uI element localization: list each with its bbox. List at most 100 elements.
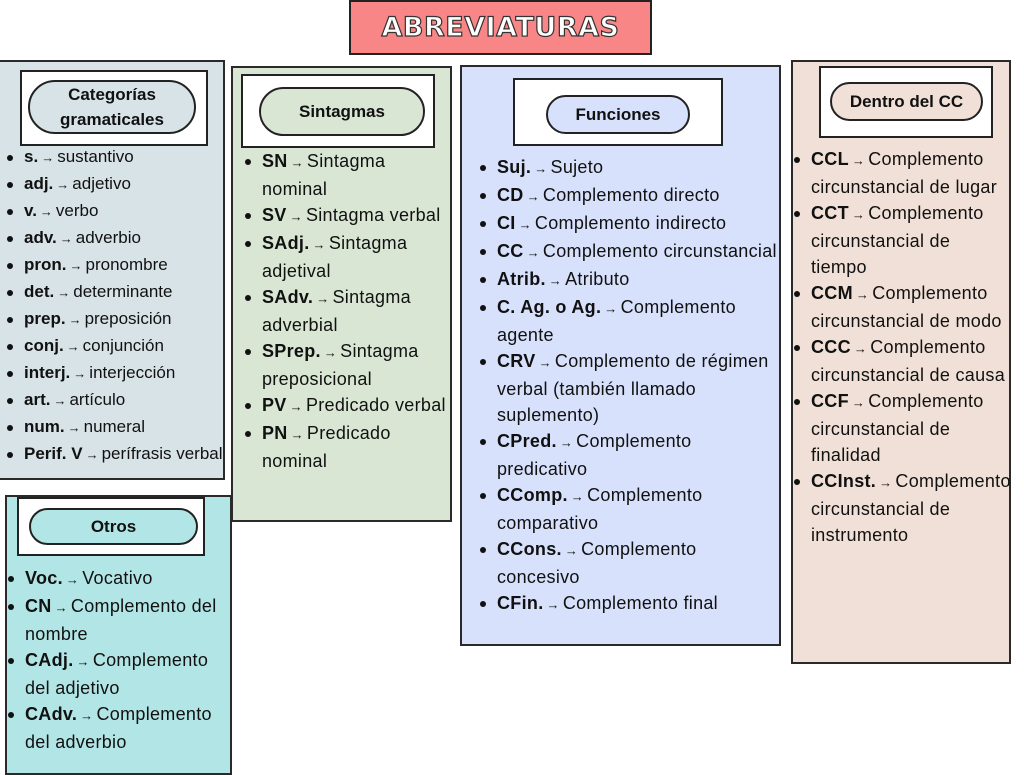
- arrow-icon: →: [56, 177, 70, 192]
- meaning: Complemento circunstancial de instrument…: [811, 471, 1011, 545]
- meaning: Predicado verbal: [305, 395, 446, 415]
- abbreviation: CCInst.: [811, 471, 877, 491]
- meaning: Complemento circunstancial de modo: [811, 283, 1002, 331]
- meaning: Sujeto: [550, 157, 604, 177]
- arrow-icon: →: [851, 395, 866, 410]
- list-item: CI→Complemento indirecto: [480, 210, 777, 238]
- list-item: conj.→conjunción: [7, 333, 239, 360]
- abbreviation: art.: [24, 390, 51, 409]
- abbreviation: CCons.: [497, 539, 562, 559]
- arrow-icon: →: [604, 301, 618, 316]
- list-item: prep.→preposición: [7, 306, 239, 333]
- arrow-icon: →: [546, 597, 560, 612]
- list-item: num.→numeral: [7, 414, 239, 441]
- abbreviation: conj.: [24, 336, 64, 355]
- list-item: Atrib.→Atributo: [480, 266, 777, 294]
- abbreviation: CD: [497, 185, 524, 205]
- abbreviation: CRV: [497, 351, 536, 371]
- arrow-icon: →: [289, 209, 303, 224]
- list-item: CCC→Complemento circunstancial de causa: [794, 334, 1011, 388]
- arrow-icon: →: [526, 189, 540, 204]
- meaning: adverbio: [75, 228, 141, 247]
- abbreviation: CCM: [811, 283, 853, 303]
- abbreviation: CCC: [811, 337, 851, 357]
- arrow-icon: →: [312, 237, 326, 252]
- list-item: CN→Complemento del nombre: [8, 593, 237, 647]
- abbreviation: Suj.: [497, 157, 532, 177]
- arrow-icon: →: [570, 489, 585, 504]
- abbreviation: adj.: [24, 174, 54, 193]
- list-item: CCT→Complemento circunstancial de tiempo: [794, 200, 1011, 280]
- meaning: sustantivo: [57, 147, 134, 166]
- abbreviation: CI: [497, 213, 516, 233]
- list-item: adv.→adverbio: [7, 225, 239, 252]
- panel-funciones: [460, 65, 781, 646]
- list-item: CCL→Complemento circunstancial de lugar: [794, 146, 1011, 200]
- abbreviation: SAdv.: [262, 287, 314, 307]
- list-item: PN→Predicado nominal: [245, 420, 448, 474]
- list-item: CAdv.→Complemento del adverbio: [8, 701, 237, 755]
- list-item: CCons.→Complemento concesivo: [480, 536, 777, 590]
- arrow-icon: →: [855, 287, 870, 302]
- arrow-icon: →: [68, 312, 82, 327]
- arrow-icon: →: [564, 543, 579, 558]
- list-item: CD→Complemento directo: [480, 182, 777, 210]
- meaning: Atributo: [565, 269, 630, 289]
- meaning: Sintagma adjetival: [262, 233, 408, 281]
- meaning: Complemento circunstancial de causa: [811, 337, 1006, 385]
- list-item: Suj.→Sujeto: [480, 154, 777, 182]
- arrow-icon: →: [69, 258, 83, 273]
- meaning: adjetivo: [72, 174, 131, 193]
- abbreviation: CComp.: [497, 485, 568, 505]
- arrow-icon: →: [41, 150, 55, 165]
- list-item: Voc.→Vocativo: [8, 565, 237, 593]
- list-item: v.→verbo: [7, 198, 239, 225]
- abbreviation: v.: [24, 201, 37, 220]
- abbreviation: interj.: [24, 363, 71, 382]
- meaning: interjección: [89, 363, 176, 382]
- arrow-icon: →: [538, 355, 552, 370]
- arrow-icon: →: [548, 273, 563, 288]
- abbreviation: prep.: [24, 309, 66, 328]
- list-item: adj.→adjetivo: [7, 171, 239, 198]
- meaning: artículo: [69, 390, 126, 409]
- abbreviation: CCL: [811, 149, 849, 169]
- meaning: determinante: [73, 282, 173, 301]
- arrow-icon: →: [518, 217, 532, 232]
- meaning: Sintagma nominal: [262, 151, 386, 199]
- heading-otros: Otros: [29, 508, 198, 545]
- abbreviation: C. Ag. o Ag.: [497, 297, 602, 317]
- arrow-icon: →: [290, 155, 304, 170]
- meaning: preposición: [84, 309, 172, 328]
- list-item: CCF→Complemento circunstancial de finali…: [794, 388, 1011, 468]
- heading-funciones: Funciones: [546, 95, 690, 134]
- list-item: CPred.→Complemento predicativo: [480, 428, 777, 482]
- meaning: Sintagma adverbial: [262, 287, 411, 335]
- abbreviation: det.: [24, 282, 55, 301]
- title-text: ABREVIATURAS: [381, 11, 620, 43]
- arrow-icon: →: [53, 393, 67, 408]
- meaning: conjunción: [82, 336, 164, 355]
- meaning: pronombre: [85, 255, 168, 274]
- arrow-icon: →: [57, 285, 71, 300]
- abbreviation: CC: [497, 241, 524, 261]
- meaning: Complemento indirecto: [534, 213, 727, 233]
- abbreviation: SN: [262, 151, 288, 171]
- arrow-icon: →: [85, 447, 99, 462]
- list-item: det.→determinante: [7, 279, 239, 306]
- list-item: s.→sustantivo: [7, 144, 239, 171]
- abbreviation: SV: [262, 205, 287, 225]
- arrow-icon: →: [526, 245, 540, 260]
- list-item: interj.→interjección: [7, 360, 239, 387]
- meaning: Sintagma verbal: [305, 205, 441, 225]
- meaning: Complemento circunstancial de lugar: [811, 149, 997, 197]
- meaning: Complemento agente: [497, 297, 736, 345]
- abbreviation: Perif. V: [24, 444, 83, 463]
- abbreviation: PN: [262, 423, 288, 443]
- meaning: Complemento predicativo: [497, 431, 692, 479]
- abbreviation: CAdv.: [25, 704, 78, 724]
- meaning: Sintagma preposicional: [262, 341, 419, 389]
